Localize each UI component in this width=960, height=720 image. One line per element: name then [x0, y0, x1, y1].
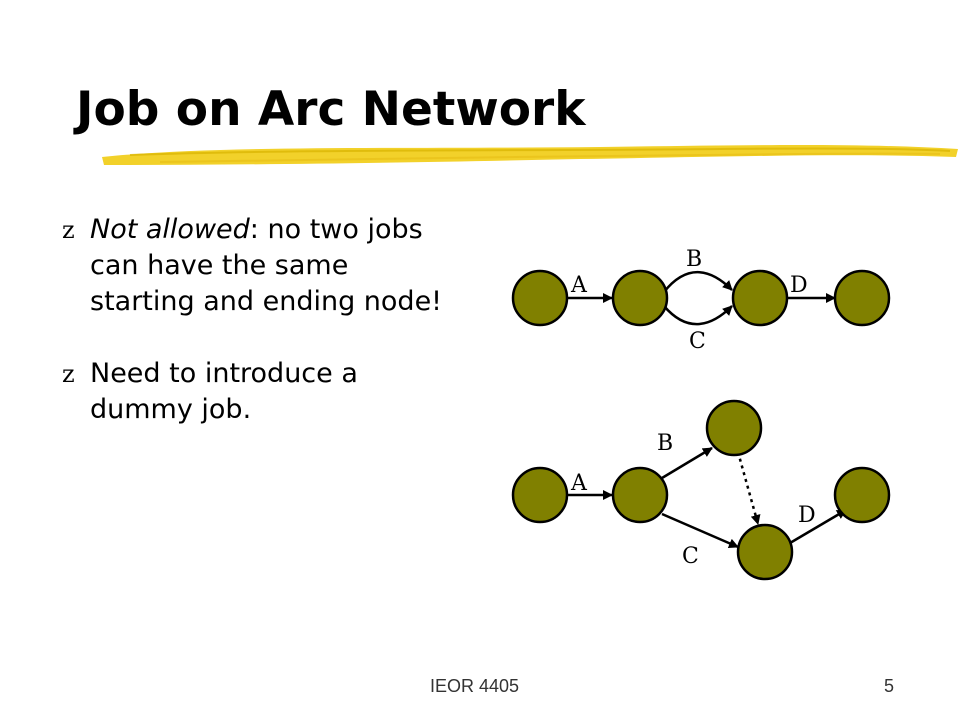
bullet-marker: z	[62, 360, 75, 388]
arc-label-c: C	[682, 544, 699, 569]
arc-label-c: C	[689, 329, 706, 354]
node	[833, 466, 891, 524]
bullet-dummy-job: z Need to introduce a dummy job.	[62, 356, 442, 428]
arc-d	[789, 508, 847, 545]
node	[511, 269, 569, 327]
title-underline-brushstroke	[102, 145, 958, 165]
dummy-job-network: A B C D	[511, 399, 891, 581]
dummy-arc	[736, 451, 761, 525]
bullet-not-allowed: z Not allowed: no two jobs can have the …	[62, 212, 442, 320]
bullet-marker: z	[62, 216, 75, 244]
bullet-text: : no two jobs can have the same starting…	[90, 214, 443, 317]
node	[511, 466, 569, 524]
footer-page-number: 5	[884, 676, 895, 696]
node	[731, 269, 789, 327]
node	[611, 269, 669, 327]
arc-label-a: A	[570, 273, 588, 298]
node	[736, 523, 794, 581]
slide-title: Job on Arc Network	[76, 82, 586, 137]
arc-label-a: A	[570, 471, 588, 496]
arc-label-d: D	[798, 503, 816, 528]
node	[611, 466, 669, 524]
arc-label-b: B	[686, 247, 702, 272]
not-allowed-network: A B C D	[511, 247, 891, 354]
arc-label-d: D	[790, 273, 808, 298]
arc-c	[661, 512, 739, 549]
arc-c	[663, 305, 733, 326]
footer-course: IEOR 4405	[430, 676, 520, 696]
arc-b	[663, 271, 733, 293]
node	[705, 399, 763, 457]
arc-b	[661, 446, 713, 480]
bullet-list: z Not allowed: no two jobs can have the …	[62, 212, 442, 428]
bullet-text: Need to introduce a dummy job.	[90, 358, 358, 425]
arc-label-b: B	[657, 431, 673, 456]
node	[833, 269, 891, 327]
bullet-emphasis: Not allowed	[90, 214, 250, 245]
